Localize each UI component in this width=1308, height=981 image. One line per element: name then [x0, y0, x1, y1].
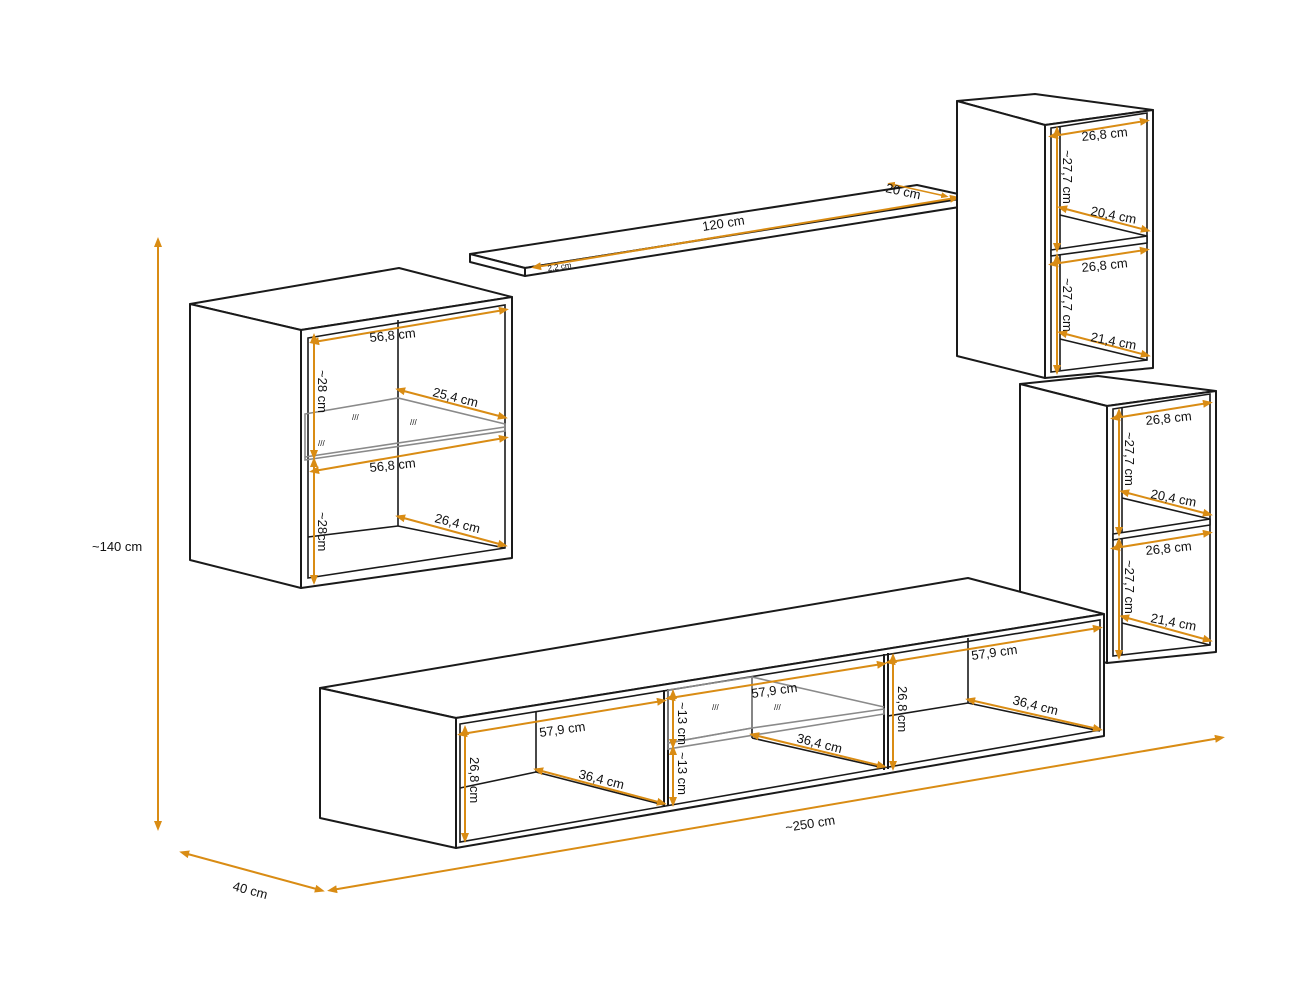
overall-depth-line [179, 850, 325, 893]
shelf-depth-label: 20 cm [884, 180, 922, 202]
tall-bottom-lower-width-label: 26,8 cm [1145, 538, 1193, 558]
tall-top-upper-height-label: ~27,7 cm [1060, 150, 1075, 204]
tv-middle-lower-height-label: ~13 cm [675, 752, 690, 795]
tall-cabinet-top: 26,8 cm ~27,7 cm 20,4 cm 26,8 cm ~27,7 c… [956, 93, 1154, 379]
glass-top-height-label: ~28 cm [315, 370, 330, 413]
overall-dimensions: ~140 cm 40 cm ~250 cm [92, 237, 1225, 902]
tall-bottom-upper-width-label: 26,8 cm [1145, 408, 1193, 428]
shelf-length-label: 120 cm [701, 212, 745, 233]
svg-text:///: /// [712, 703, 719, 712]
glass-cabinet: /// /// /// 56,8 cm ~28 cm 25,4 cm 56,8 … [189, 267, 513, 589]
tall-top-lower-width-label: 26,8 cm [1081, 255, 1129, 275]
tv-stand: /// /// 57,9 cm 26,8 cm 36,4 cm 57,9 cm … [319, 577, 1105, 849]
tall-cabinet-bottom: 26,8 cm ~27,7 cm 20,4 cm 26,8 cm ~27,7 c… [1019, 375, 1217, 664]
glass-bottom-width-label: 56,8 cm [369, 455, 417, 475]
svg-text:///: /// [410, 418, 417, 427]
tv-left-width-label: 57,9 cm [538, 719, 586, 740]
tv-right-width-label: 57,9 cm [970, 642, 1018, 663]
tall-top-upper-width-label: 26,8 cm [1081, 124, 1129, 144]
overall-width-line [327, 734, 1225, 894]
overall-height-label: ~140 cm [92, 539, 142, 554]
svg-text:///: /// [318, 439, 325, 448]
wall-shelf: 120 cm 20 cm 2,2 cm [469, 180, 973, 277]
glass-bottom-height-label: ~28cm [315, 512, 330, 551]
tall-bottom-upper-height-label: ~27,7 cm [1122, 432, 1137, 486]
tall-bottom-lower-height-label: ~27,7 cm [1122, 560, 1137, 614]
tv-left-height-label: 26,8 cm [467, 757, 482, 803]
svg-text:///: /// [352, 413, 359, 422]
overall-width-label: ~250 cm [784, 812, 836, 835]
shelf-thickness-label: 2,2 cm [547, 261, 572, 273]
svg-text:///: /// [774, 703, 781, 712]
tall-top-lower-height-label: ~27,7 cm [1060, 278, 1075, 332]
tv-right-height-label: 26,8 cm [895, 686, 910, 732]
glass-top-width-label: 56,8 cm [369, 325, 417, 345]
tv-middle-upper-height-label: ~13 cm [675, 702, 690, 745]
overall-depth-label: 40 cm [231, 878, 269, 902]
tv-middle-width-label: 57,9 cm [750, 680, 798, 701]
